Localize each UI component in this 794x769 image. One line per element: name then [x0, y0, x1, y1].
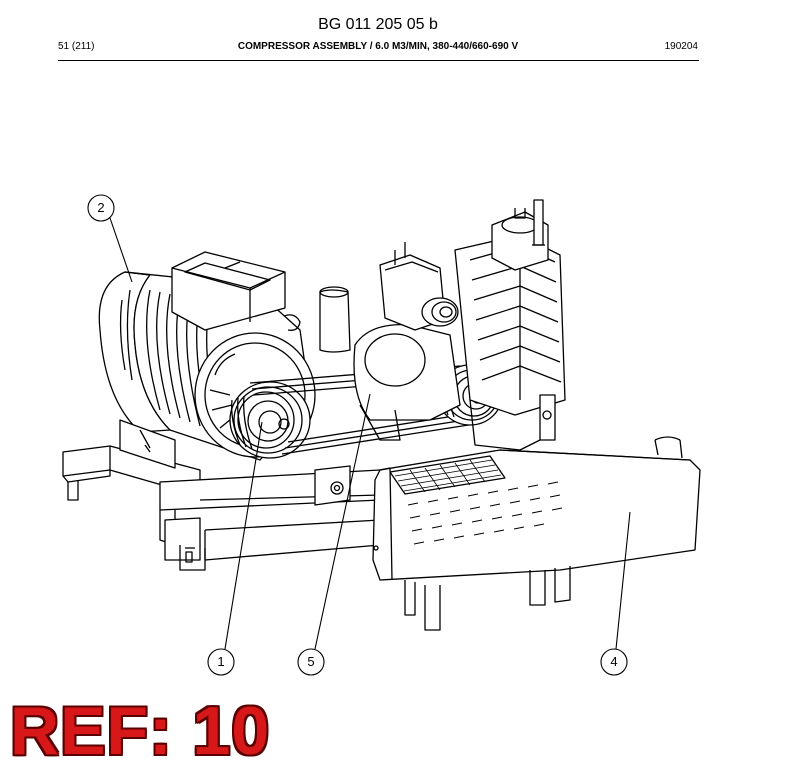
callout-2: 2 [97, 200, 105, 215]
motor-pulley [229, 381, 311, 459]
callout-1: 1 [217, 654, 225, 669]
compressor-block [319, 199, 566, 451]
header-divider [58, 60, 699, 61]
page-title: COMPRESSOR ASSEMBLY / 6.0 M3/MIN, 380-44… [237, 41, 519, 52]
document-number: BG 011 205 05 b [318, 16, 438, 33]
header-row: 51 (211) COMPRESSOR ASSEMBLY / 6.0 M3/MI… [58, 41, 698, 55]
callout-markers [87, 194, 631, 676]
callout-4: 4 [610, 654, 618, 669]
page-reference: 51 (211) [58, 41, 95, 52]
callout-5: 5 [307, 654, 315, 669]
belt-guard [372, 436, 701, 631]
date-code: 190204 [664, 41, 698, 52]
base-frame [62, 445, 381, 571]
reference-stamp: REF: 10 [10, 693, 271, 769]
